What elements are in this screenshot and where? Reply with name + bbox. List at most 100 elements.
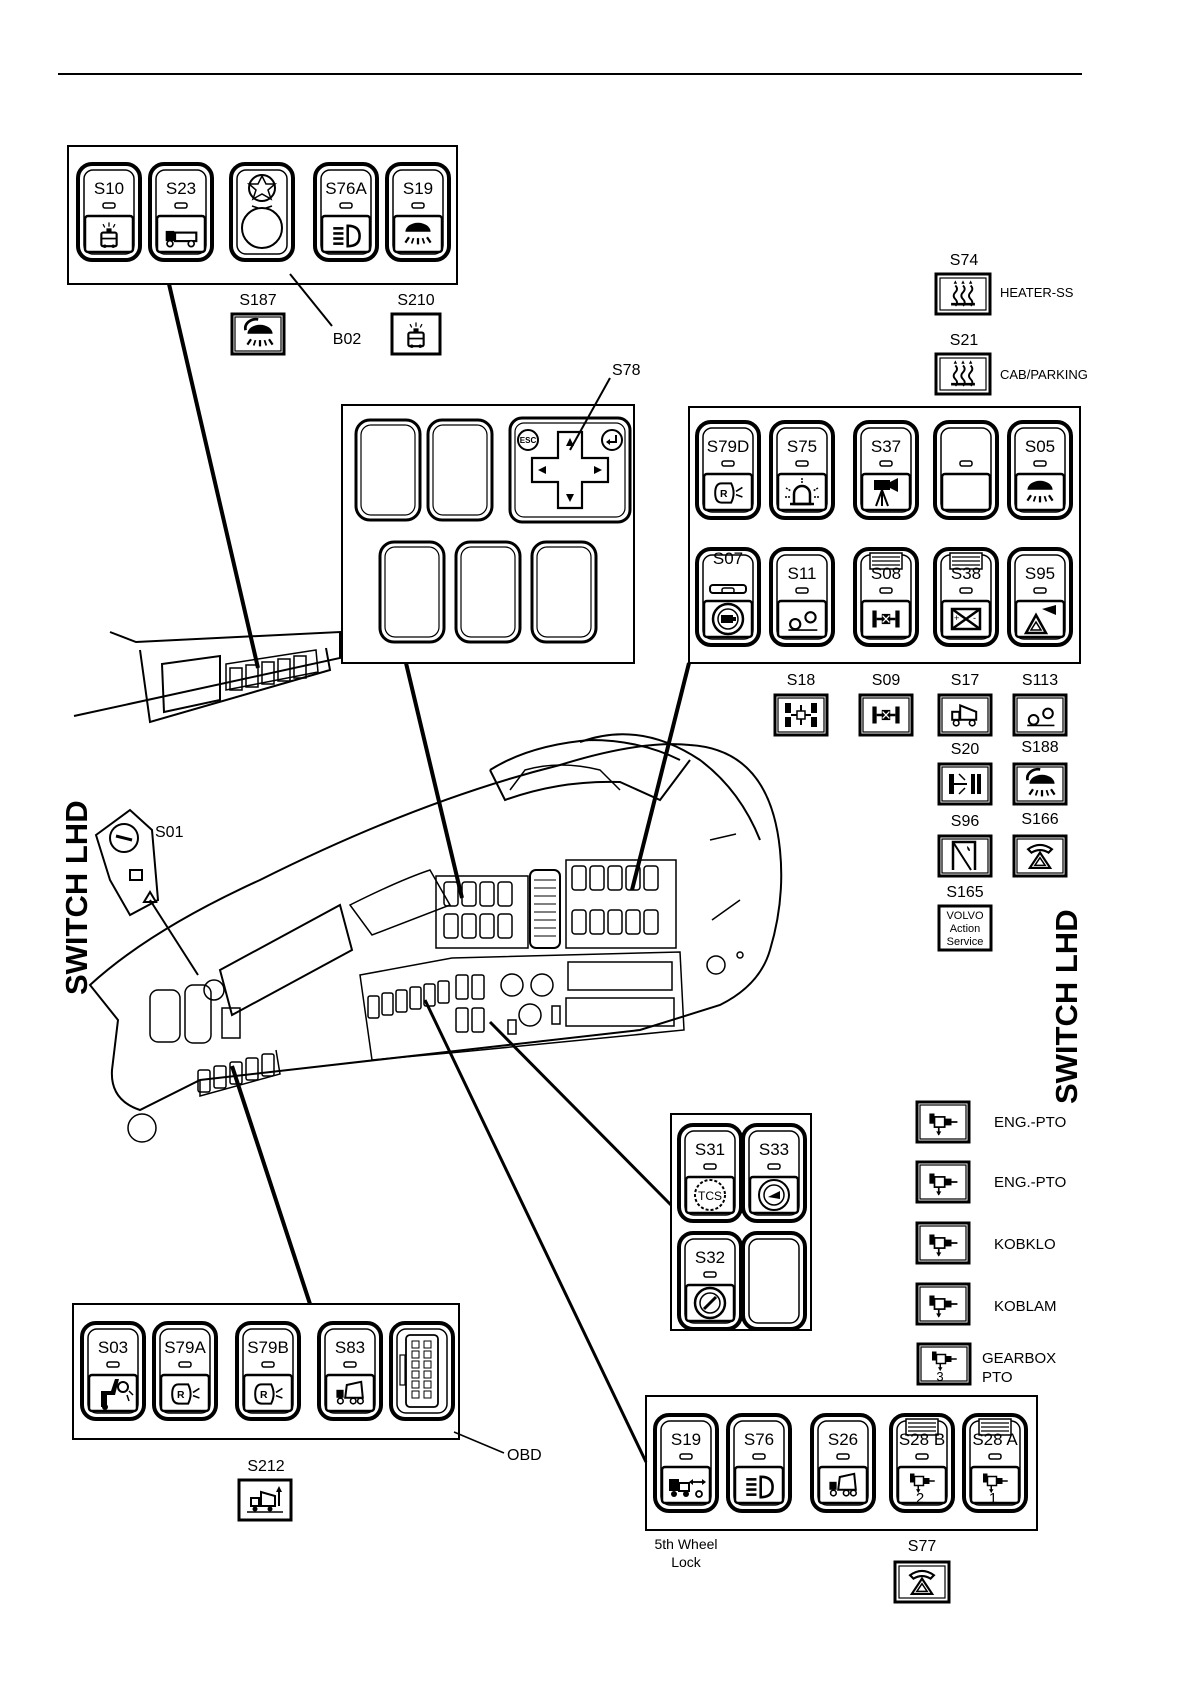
svg-text:ESC: ESC <box>520 436 537 445</box>
svg-text:1: 1 <box>989 1490 997 1507</box>
switch-s33[interactable]: S33 <box>741 1123 807 1223</box>
svg-text:S75: S75 <box>787 437 817 456</box>
switch-s187[interactable]: S187 <box>230 292 286 356</box>
switch-s188[interactable]: S188 <box>1012 739 1068 806</box>
enter-icon <box>601 429 623 451</box>
svg-text:S23: S23 <box>166 179 196 198</box>
svg-text:S37: S37 <box>871 437 901 456</box>
blank-switch[interactable] <box>378 540 446 644</box>
obd-connector[interactable] <box>389 1321 455 1421</box>
svg-text:S96: S96 <box>951 813 980 830</box>
svg-text:S33: S33 <box>759 1140 789 1159</box>
pto-item-eng-1[interactable]: ENG.-PTO <box>915 1100 1066 1144</box>
svg-text:S79A: S79A <box>164 1338 206 1357</box>
blank-switch[interactable] <box>454 540 522 644</box>
seat-light-icon <box>101 1379 134 1410</box>
svg-text:S07: S07 <box>713 549 743 568</box>
switch-s28a[interactable]: S28 A 1 <box>962 1413 1028 1513</box>
interior-light-half-icon <box>244 317 274 348</box>
switch-s74[interactable]: S74 HEATER-SS <box>934 252 1074 316</box>
svg-text:S17: S17 <box>951 672 980 689</box>
svg-text:Action: Action <box>950 923 981 935</box>
switch-s20[interactable]: S20 <box>937 741 993 806</box>
switch-s08[interactable]: S08 <box>853 547 919 647</box>
switch-s96[interactable]: S96 <box>937 813 993 878</box>
switch-s212[interactable]: S212 <box>237 1458 293 1522</box>
switch-s09[interactable]: S09 <box>858 672 914 737</box>
svg-text:S166: S166 <box>1021 811 1058 828</box>
switch-s77[interactable]: S77 <box>893 1538 951 1604</box>
switch-s17[interactable]: S17 <box>937 672 993 737</box>
switch-s03[interactable]: S03 <box>80 1321 146 1421</box>
blank-switch[interactable] <box>530 540 598 644</box>
callout-s78: S78 <box>612 362 641 379</box>
axle-sensor-icon <box>949 773 981 795</box>
switch-s07[interactable]: S07 <box>695 547 761 647</box>
svg-text:S21: S21 <box>950 332 979 349</box>
switch-s28b[interactable]: S28 B 2 <box>889 1413 955 1513</box>
switch-s76[interactable]: S76 <box>726 1413 792 1513</box>
switch-s05[interactable]: S05 <box>1007 420 1073 520</box>
pto-item-kobklo[interactable]: KOBKLO <box>915 1221 1056 1265</box>
switch-s38[interactable]: S38 +- <box>933 547 999 647</box>
switch-blank-right[interactable] <box>933 420 999 520</box>
svg-text:CAB/PARKING: CAB/PARKING <box>1000 367 1088 382</box>
esc-icon: ESC <box>517 429 539 451</box>
switch-s26[interactable]: S26 <box>810 1413 876 1513</box>
nav-pad-s78[interactable]: ESC <box>508 416 632 524</box>
panel-right: S79D S75 S37 S05 S07 <box>688 406 1081 664</box>
switch-s23[interactable]: S23 <box>148 162 214 262</box>
switch-s76a[interactable]: S76A <box>313 162 379 262</box>
pto-item-eng-2[interactable]: ENG.-PTO <box>915 1160 1066 1204</box>
title-switch-lhd-left: SWITCH LHD <box>59 800 94 995</box>
hill-start-icon <box>758 1179 790 1211</box>
svg-text:3: 3 <box>936 1369 943 1384</box>
svg-text:S19: S19 <box>403 179 433 198</box>
switch-s32[interactable]: S32 <box>677 1231 743 1331</box>
dimmer-knob-icon <box>241 174 283 249</box>
pto-item-koblam[interactable]: KOBLAM <box>915 1282 1057 1326</box>
switch-s21[interactable]: S21 CAB/PARKING <box>934 332 1088 396</box>
svg-text:S113: S113 <box>1022 672 1058 689</box>
leader-obd <box>453 1431 505 1454</box>
switch-blank-middle[interactable] <box>741 1231 807 1331</box>
svg-text:S01: S01 <box>155 824 184 841</box>
svg-text:S10: S10 <box>94 179 124 198</box>
svg-text:-: - <box>973 613 976 623</box>
switch-s79d[interactable]: S79D <box>695 420 761 520</box>
traction-icon <box>693 1286 727 1320</box>
switch-s79a[interactable]: S79A <box>152 1321 218 1421</box>
switch-s79b[interactable]: S79B <box>235 1321 301 1421</box>
svg-text:S79D: S79D <box>707 437 750 456</box>
switch-s31[interactable]: S31 TCS <box>677 1123 743 1223</box>
svg-text:TCS: TCS <box>698 1189 722 1203</box>
svg-text:VOLVO: VOLVO <box>946 910 984 922</box>
switch-s37[interactable]: S37 <box>853 420 919 520</box>
switch-s165[interactable]: S165 VOLVO Action Service <box>937 884 993 952</box>
switch-s10[interactable]: S10 <box>76 162 142 262</box>
callout-obd: OBD <box>507 1447 542 1464</box>
switch-s166[interactable]: S166 <box>1012 811 1068 878</box>
panel-bottom-left: S03 S79A S79B S83 <box>72 1303 460 1440</box>
svg-text:S31: S31 <box>695 1140 725 1159</box>
switch-s210[interactable]: S210 <box>390 292 442 356</box>
switch-s19-top[interactable]: S19 <box>385 162 451 262</box>
switch-s75[interactable]: S75 <box>769 420 835 520</box>
switch-s11[interactable]: S11 <box>769 547 835 647</box>
pto-item-gearbox[interactable]: 3 GEARBOX PTO <box>916 1342 1056 1386</box>
switch-s113[interactable]: S113 <box>1012 672 1068 737</box>
svg-text:S187: S187 <box>239 292 276 309</box>
obd-connector-icon <box>399 1334 439 1408</box>
dimmer-knob[interactable] <box>229 162 295 262</box>
switch-s18[interactable]: S18 <box>773 672 829 737</box>
switch-s83[interactable]: S83 <box>317 1321 383 1421</box>
svg-text:S08: S08 <box>871 564 901 583</box>
switch-s95[interactable]: S95 <box>1007 547 1073 647</box>
light-switch-s01[interactable]: S01 <box>94 808 184 917</box>
blank-switch[interactable] <box>426 418 494 522</box>
svg-text:S09: S09 <box>872 672 901 689</box>
svg-text:ENG.-PTO: ENG.-PTO <box>994 1114 1066 1131</box>
door-icon <box>951 840 977 871</box>
blank-switch[interactable] <box>354 418 422 522</box>
switch-s19-fifth-wheel[interactable]: S19 <box>653 1413 719 1513</box>
